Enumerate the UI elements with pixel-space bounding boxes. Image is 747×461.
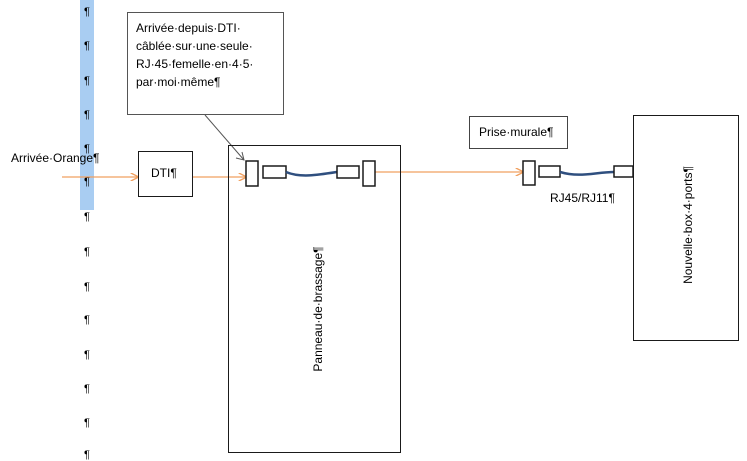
pilcrow-mark: ¶: [84, 143, 90, 155]
highlight-bar: [80, 0, 94, 210]
nouvelle-box: [633, 115, 739, 341]
pilcrow-mark: ¶: [84, 211, 90, 223]
dti-box: DTI¶: [138, 151, 193, 197]
callout-box: Arrivée·depuis·DTI· câblée·sur·une·seule…: [127, 12, 284, 115]
label-arrivee-orange: Arrivée·Orange¶: [11, 151, 100, 165]
connector-prise-port: [522, 160, 536, 186]
panneau-label: Panneau·de·brassage¶: [311, 246, 325, 372]
pilcrow-mark: ¶: [84, 40, 90, 52]
pilcrow-mark: ¶: [84, 314, 90, 326]
pilcrow-mark: ¶: [84, 176, 90, 188]
callout-text: Arrivée·depuis·DTI· câblée·sur·une·seule…: [136, 21, 254, 89]
pilcrow-mark: ¶: [84, 6, 90, 18]
connector-jack-rj45: [538, 165, 561, 178]
pilcrow-mark: ¶: [84, 417, 90, 429]
callout-pointer: [204, 114, 245, 161]
connector-dti-port: [245, 160, 259, 187]
pilcrow-mark: ¶: [84, 449, 90, 461]
pilcrow-mark: ¶: [84, 109, 90, 121]
prise-murale-label: Prise·murale¶: [479, 125, 554, 139]
dti-label: DTI¶: [151, 166, 177, 180]
patch-cable-1: [285, 170, 338, 177]
pilcrow-mark: ¶: [84, 349, 90, 361]
pilcrow-mark: ¶: [84, 281, 90, 293]
pilcrow-mark: ¶: [84, 75, 90, 87]
box-label: Nouvelle·box·4·ports¶: [681, 166, 695, 284]
rj45-rj11-label: RJ45/RJ11¶: [550, 191, 615, 205]
pilcrow-mark: ¶: [84, 246, 90, 258]
prise-murale-box: Prise·murale¶: [469, 116, 568, 149]
connector-jack-2: [336, 165, 360, 179]
patch-cable-2: [559, 170, 615, 176]
connector-box-port: [613, 165, 634, 178]
connector-out-port: [362, 160, 376, 187]
panneau-brassage-box: [228, 145, 401, 453]
pilcrow-mark: ¶: [84, 383, 90, 395]
